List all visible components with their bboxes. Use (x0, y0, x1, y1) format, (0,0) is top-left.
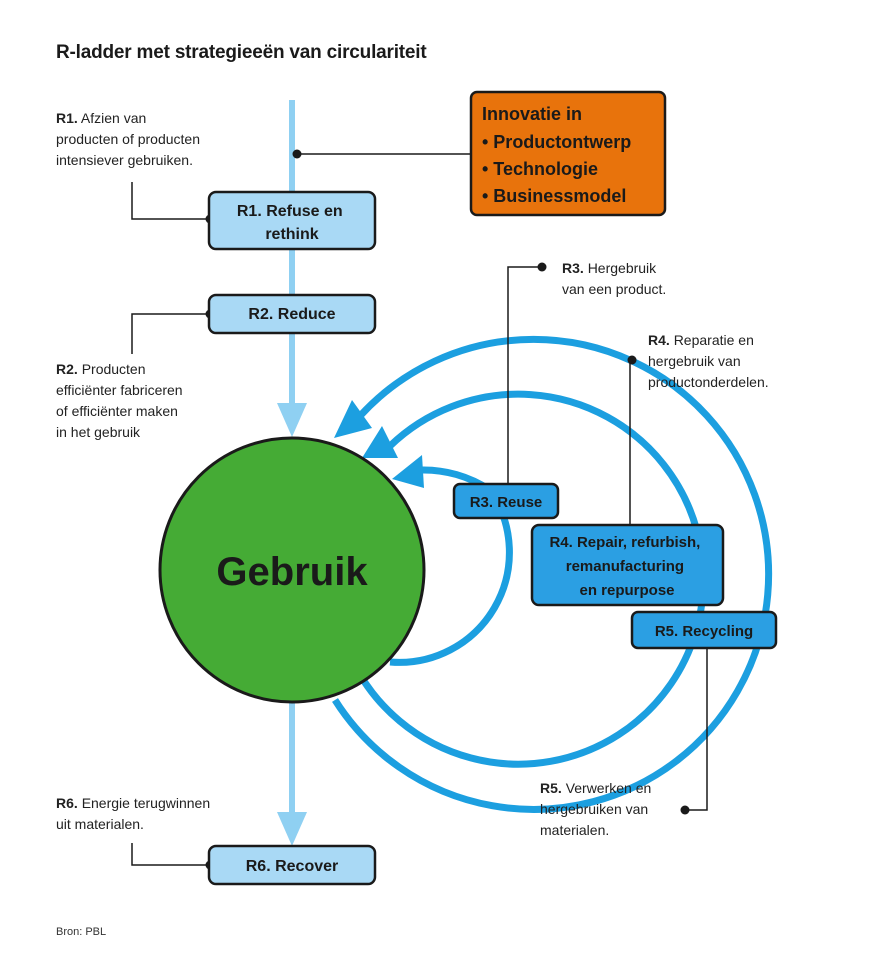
note-r2-line4: in het gebruik (56, 424, 141, 440)
box-r3-label: R3. Reuse (470, 494, 543, 511)
note-r6-line2: uit materialen. (56, 816, 144, 832)
box-r5-label: R5. Recycling (655, 623, 753, 640)
box-r6 (207, 844, 377, 886)
loop-r4-arrowhead (362, 426, 398, 458)
loop-r3-arrowhead (392, 455, 424, 488)
box-r6-label: R6. Recover (246, 858, 339, 875)
box-r1 (207, 190, 377, 251)
box-r4-line3: en repurpose (579, 582, 674, 599)
note-r5-line2: hergebruiken van (540, 801, 649, 817)
innovation-item-1: • Productontwerp (482, 132, 631, 152)
box-r1-line2: rethink (265, 226, 318, 243)
box-r1-line1: R1. Refuse en (237, 203, 343, 220)
loop-r5 (332, 335, 773, 813)
note-r2-code: R2. (56, 361, 78, 377)
box-r4 (530, 523, 725, 607)
note-r1-code: R1. (56, 110, 78, 126)
box-r5 (630, 610, 778, 650)
innovation-box (469, 90, 667, 217)
note-r3-code: R3. (562, 260, 584, 276)
source-note: Bron: PBL (56, 926, 107, 938)
note-r2-line1: Producten (81, 361, 146, 377)
innovation-item-3: • Businessmodel (482, 186, 626, 206)
note-r5-code: R5. (540, 780, 562, 796)
note-r6: R6. Energie terugwinnen uit materialen. (56, 793, 210, 835)
innovation-item-2: • Technologie (482, 159, 598, 179)
page-title: R-ladder met strategieeën van circularit… (56, 42, 427, 63)
svg-text:Innovatie in • Productontw: Innovatie in • Productontwerp • Technolo… (482, 104, 636, 206)
note-r1-line1: Afzien van (80, 110, 147, 126)
loop-r4 (350, 390, 707, 768)
note-r6-code: R6. (56, 795, 78, 811)
loop-r5-arrowhead (334, 400, 372, 438)
box-r2 (207, 293, 377, 335)
svg-text:R4. Repair, refurbish, rem: R4. Repair, refurbish, remanufacturing e… (549, 534, 704, 599)
note-r1-line3: intensiever gebruiken. (56, 152, 193, 168)
note-r2-line3: of efficiënter maken (56, 403, 178, 419)
note-r4-line2: hergebruik van (648, 353, 741, 369)
note-r4-line1: Reparatie en (673, 332, 754, 348)
loop-r3 (389, 466, 513, 666)
note-r3: R3. Hergebruik van een product. (562, 258, 666, 300)
note-r1-line2: producten of producten (56, 131, 200, 147)
flow-arrowhead-top (277, 403, 307, 437)
gebruik-circle (158, 436, 426, 704)
note-r4-code: R4. (648, 332, 670, 348)
box-r4-line2: remanufacturing (566, 558, 684, 575)
svg-text:R1. Refuse en rethink: R1. Refuse en rethink (237, 203, 347, 243)
note-r4-line3: productonderdelen. (648, 374, 769, 390)
note-r5-line3: materialen. (540, 822, 610, 838)
flow-arrowhead-bottom (277, 812, 307, 846)
note-r2-line2: efficiënter fabriceren (56, 382, 183, 398)
note-r3-line2: van een product. (562, 281, 667, 297)
note-r6-line1: Energie terugwinnen (81, 795, 211, 811)
box-r3 (452, 482, 560, 520)
note-r3-line1: Hergebruik (587, 260, 657, 276)
box-r2-label: R2. Reduce (248, 306, 335, 323)
note-r4: R4. Reparatie en hergebruik van producto… (648, 330, 769, 393)
note-r2: R2. Producten efficiënter fabriceren of … (56, 359, 183, 443)
innovation-heading: Innovatie in (482, 104, 582, 124)
box-r4-line1: R4. Repair, refurbish, (549, 534, 700, 551)
note-r5: R5. Verwerken en hergebruiken van materi… (540, 778, 651, 841)
gebruik-label: Gebruik (216, 550, 368, 594)
note-r5-line1: Verwerken en (565, 780, 652, 796)
note-r1: R1. Afzien van producten of producten in… (56, 108, 200, 171)
